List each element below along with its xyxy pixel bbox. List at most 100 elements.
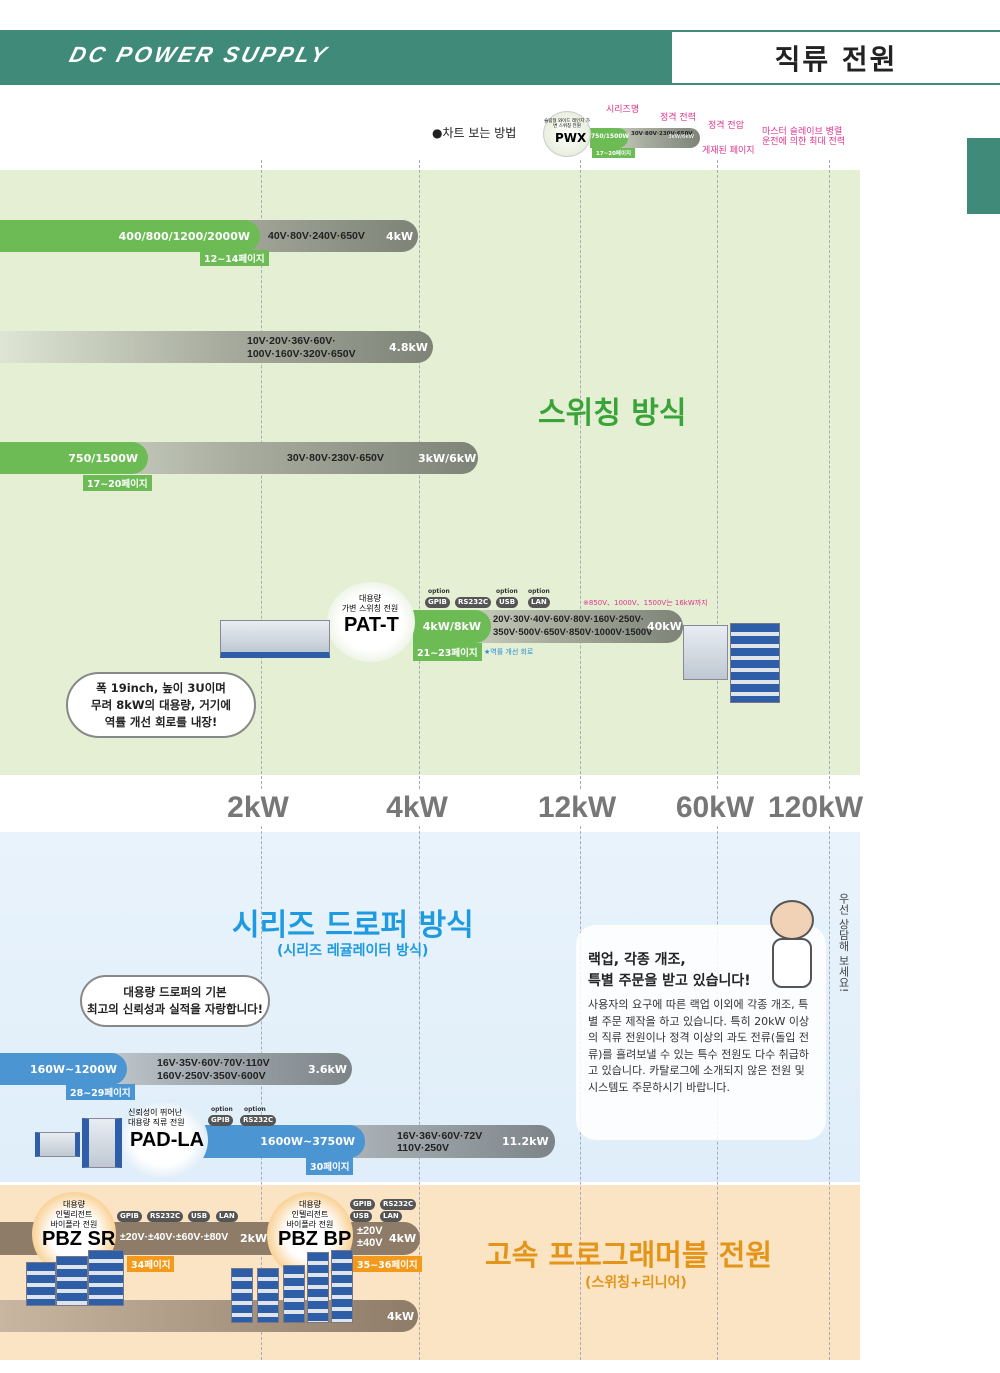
sr-name: PBZ SR bbox=[42, 1228, 116, 1250]
divider-60kw bbox=[717, 160, 718, 1360]
pat-page[interactable]: 21~23페이지 bbox=[413, 643, 482, 661]
row1-page[interactable]: 28~29페이지 bbox=[66, 1084, 135, 1100]
scale-60kw: 60kW bbox=[665, 790, 765, 826]
option-label: option bbox=[244, 1106, 266, 1113]
header-title-ko: 직류 전원 bbox=[672, 32, 1000, 83]
professor-head bbox=[770, 900, 814, 940]
option-gpib: GPIB bbox=[425, 597, 450, 608]
pat-rack-image bbox=[730, 623, 780, 703]
switching-title: 스위칭 방식 bbox=[538, 396, 687, 431]
option-usb: USB bbox=[496, 597, 519, 608]
pat-max: 40kW bbox=[647, 620, 682, 633]
sr-page[interactable]: 34페이지 bbox=[127, 1256, 175, 1272]
sr-device-1 bbox=[26, 1262, 56, 1306]
bp-desc1: 대용량 bbox=[298, 1200, 322, 1209]
legend-circle bbox=[543, 111, 591, 157]
pat-voltage1: 20V·30V·40V·60V·80V·160V·250V· bbox=[493, 614, 645, 625]
sr-device-2 bbox=[56, 1256, 88, 1306]
pat-pfc: ★역률 개선 회로 bbox=[484, 648, 534, 656]
bp-max: 4kW bbox=[389, 1232, 417, 1245]
option-lan: LAN bbox=[216, 1211, 238, 1222]
pad-desc1: 신뢰성이 뛰어난 bbox=[128, 1108, 183, 1117]
pwr-page[interactable]: 12~14페이지 bbox=[200, 250, 269, 266]
bubble-line: 최고의 신뢰성과 실적을 자랑합니다! bbox=[87, 1002, 263, 1016]
option-rs232c: RS232C bbox=[147, 1211, 184, 1222]
option-usb: USB bbox=[188, 1211, 211, 1222]
pwr-power: 400/800/1200/2000W bbox=[0, 220, 260, 252]
pat-note: ※850V、1000V、1500V는 16kW까지 bbox=[583, 599, 708, 607]
scale-2kw: 2kW bbox=[210, 790, 306, 826]
legend-label: ●차트 보는 방법 bbox=[432, 126, 517, 140]
bp-rack-1 bbox=[231, 1268, 253, 1323]
bp-name: PBZ BP bbox=[278, 1228, 352, 1250]
pat-desc1: 대용량 bbox=[358, 594, 382, 603]
custom-title: 랙업, 각종 개조,특별 주문을 받고 있습니다! bbox=[588, 950, 751, 992]
pwr-max: 4kW bbox=[386, 230, 414, 243]
legend-max: 3kW/6kW bbox=[668, 134, 695, 140]
bubble-line: 무려 8kW의 대용량, 거기에 bbox=[91, 697, 231, 712]
pwx-max: 3kW/6kW bbox=[418, 452, 477, 465]
pad-name: PAD-LA bbox=[130, 1129, 205, 1151]
bubble-line: 폭 19inch, 높이 3U이며 bbox=[96, 680, 226, 695]
pat-circle bbox=[327, 582, 415, 662]
pad-bar: 1600W~3750W 16V·36V·60V·72V 110V·250V 11… bbox=[160, 1125, 555, 1158]
legend-ann-page: 게재된 페이지 bbox=[702, 146, 755, 156]
consult-vertical-text: 우선 상담해 보세요! bbox=[837, 893, 850, 993]
pat-device-image bbox=[220, 620, 330, 658]
pat-power: 4kW/8kW bbox=[413, 610, 491, 643]
option-label: option bbox=[211, 1106, 233, 1113]
legend-desc: 슬림형 와이드 레인지 가변 스위칭 전원 bbox=[544, 119, 590, 129]
bp-rack-5 bbox=[331, 1250, 353, 1323]
option-gpib: GPIB bbox=[350, 1199, 375, 1210]
pat-bar: 4kW/8kW 20V·30V·40V·60V·80V·160V·250V· 3… bbox=[413, 610, 683, 643]
pwx-power: 750/1500W bbox=[0, 442, 148, 474]
bubble-line: 역률 개선 회로를 내장! bbox=[104, 714, 218, 729]
scale-120kw: 120kW bbox=[768, 790, 864, 826]
bp-desc3: 바이폴라 전원 bbox=[286, 1220, 334, 1229]
legend-voltage: 30V·80V·230V·650V bbox=[631, 131, 693, 137]
option-rs232c: RS232C bbox=[240, 1115, 277, 1126]
sr-desc1: 대용량 bbox=[62, 1200, 86, 1209]
custom-title2: 특별 주문을 받고 있습니다! bbox=[588, 973, 751, 989]
row1-voltage2: 160V·250V·350V·600V bbox=[157, 1070, 266, 1082]
bipolar-title: 고속 프로그래머블 전원 bbox=[485, 1238, 772, 1272]
pas-max: 4.8kW bbox=[389, 341, 428, 354]
series-title: 시리즈 드로퍼 방식 bbox=[232, 908, 474, 943]
legend-ann-series: 시리즈명 bbox=[606, 105, 640, 115]
divider-4kw bbox=[419, 160, 420, 1360]
legend-power: 750/1500W bbox=[591, 133, 630, 140]
option-label: option bbox=[428, 588, 450, 595]
side-tab bbox=[967, 138, 1000, 214]
pad-voltage1: 16V·36V·60V·72V bbox=[397, 1130, 483, 1142]
bipolar-subtitle: (스위칭+리니어) bbox=[585, 1275, 687, 1291]
option-label: option bbox=[496, 588, 518, 595]
option-label: option bbox=[528, 588, 550, 595]
pat-desc2: 가변 스위칭 전원 bbox=[341, 604, 399, 613]
pwx-page[interactable]: 17~20페이지 bbox=[83, 475, 152, 491]
pas-voltage2: 100V·160V·320V·650V bbox=[247, 348, 356, 360]
option-rs232c: RS232C bbox=[380, 1199, 417, 1210]
row1-voltage1: 16V·35V·60V·70V·110V bbox=[157, 1057, 270, 1069]
pat-name: PAT-T bbox=[344, 614, 399, 636]
pwx-voltage: 30V·80V·230V·650V bbox=[287, 452, 384, 464]
scale-4kw: 4kW bbox=[368, 790, 466, 826]
row1-max: 3.6kW bbox=[308, 1063, 347, 1076]
series-subtitle: (시리즈 레귤레이터 방식) bbox=[277, 943, 429, 959]
bp-page[interactable]: 35~36페이지 bbox=[353, 1256, 422, 1272]
bp-voltage: ±20V±40V bbox=[357, 1225, 383, 1249]
pad-page[interactable]: 30페이지 bbox=[306, 1157, 354, 1175]
pas-series-bar: 160W~1200W 16V·35V·60V·70V·110V 160V·250… bbox=[0, 1053, 352, 1085]
legend-ann-power: 정격 전력 bbox=[660, 113, 696, 123]
professor-coat bbox=[772, 938, 812, 988]
pas-voltage1: 10V·20V·36V·60V· bbox=[247, 335, 336, 347]
sr-desc3: 바이폴라 전원 bbox=[50, 1220, 98, 1229]
option-gpib: GPIB bbox=[208, 1115, 233, 1126]
legend-name: PWX bbox=[555, 131, 587, 145]
legend-ann-voltage: 정격 전압 bbox=[708, 121, 744, 131]
legend-power-segment bbox=[590, 128, 628, 148]
